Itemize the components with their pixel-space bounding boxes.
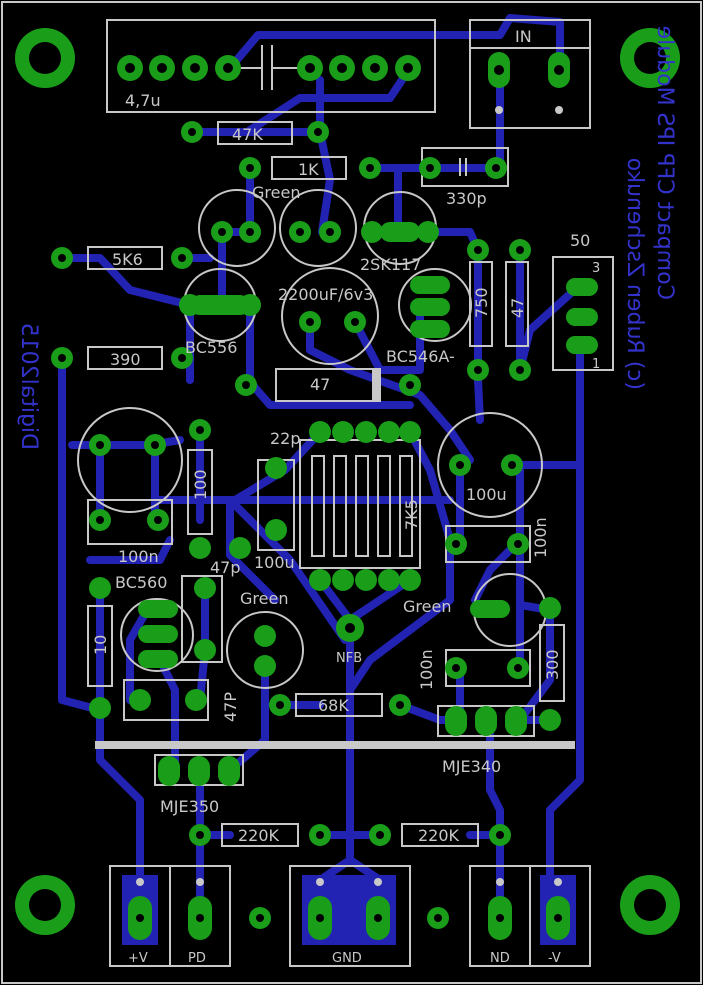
label-r47k: 47K [232,125,263,144]
label-c47P: 47P [221,692,240,722]
label-trimmer-pin1: 1 [592,357,600,372]
label-r10: 10 [91,635,110,655]
cap-4u7-outline [106,19,436,113]
label-r47-horiz: 47 [310,375,330,394]
label-r100: 100 [191,469,210,500]
label-c2200: 2200uF/6v3 [278,285,373,304]
label-green-left: Green [240,589,288,608]
mounting-hole-tl [15,28,75,88]
label-c100n-left: 100n [118,547,159,566]
label-green-right: Green [403,597,451,616]
mounting-hole-tr [620,28,680,88]
date-text: Digital2015 [16,323,41,450]
in-connector-outline [469,19,591,129]
label-bc556: BC556 [185,338,237,357]
label-c330p: 330p [446,189,487,208]
label-c100u-right: 100u [466,485,507,504]
label-r220k-left: 220K [238,826,280,845]
label-green-top: Green [252,183,300,202]
label-r390: 390 [110,350,141,369]
label-nfb: NFB [336,651,362,666]
label-trimmer-pin3: 3 [592,261,600,276]
label-mje340: MJE340 [442,757,501,776]
label-c22p: 22p [270,429,301,448]
label-r47-vert: 47 [508,298,527,318]
label-pv: +V [128,951,148,966]
label-r750: 750 [472,287,491,318]
bottom-layer-text: Compact CFP IPS Module (c) Ruben Zschenu… [16,26,677,450]
label-r5k6: 5K6 [112,250,143,269]
label-in: IN [515,27,532,46]
label-c100n-right2: 100n [417,649,436,690]
silkscreen [77,19,614,967]
mounting-hole-bl [15,875,75,935]
label-mje350: MJE350 [160,797,219,816]
mounting-hole-br [620,875,680,935]
label-bc546: BC546A- [386,347,455,366]
label-c100n-right: 100n [531,517,550,558]
label-r1k: 1K [298,160,319,179]
label-gnd: GND [332,951,362,966]
label-r220k-right: 220K [418,826,460,845]
label-bc560: BC560 [115,573,167,592]
credit-title-text: Compact CFP IPS Module [652,26,677,300]
label-r300: 300 [543,649,562,680]
label-c100u-mid: 100u [254,553,295,572]
label-trimmer: 50 [570,231,590,250]
label-c47p: 47p [210,558,241,577]
label-r7k5: 7K5 [402,499,421,530]
pads [15,28,680,945]
label-pd: PD [188,951,206,966]
label-cap-4u7: 4,7u [125,91,161,110]
label-mv: -V [548,951,561,966]
label-nd: ND [490,951,510,966]
component-labels: 4,7u IN 47K 1K Green 330p 2SK117 5K6 220… [91,27,600,966]
label-2sk117: 2SK117 [360,255,421,274]
label-r68k: 68K [318,696,349,715]
credit-author-text: (c) Ruben Zschenuko [622,158,647,390]
